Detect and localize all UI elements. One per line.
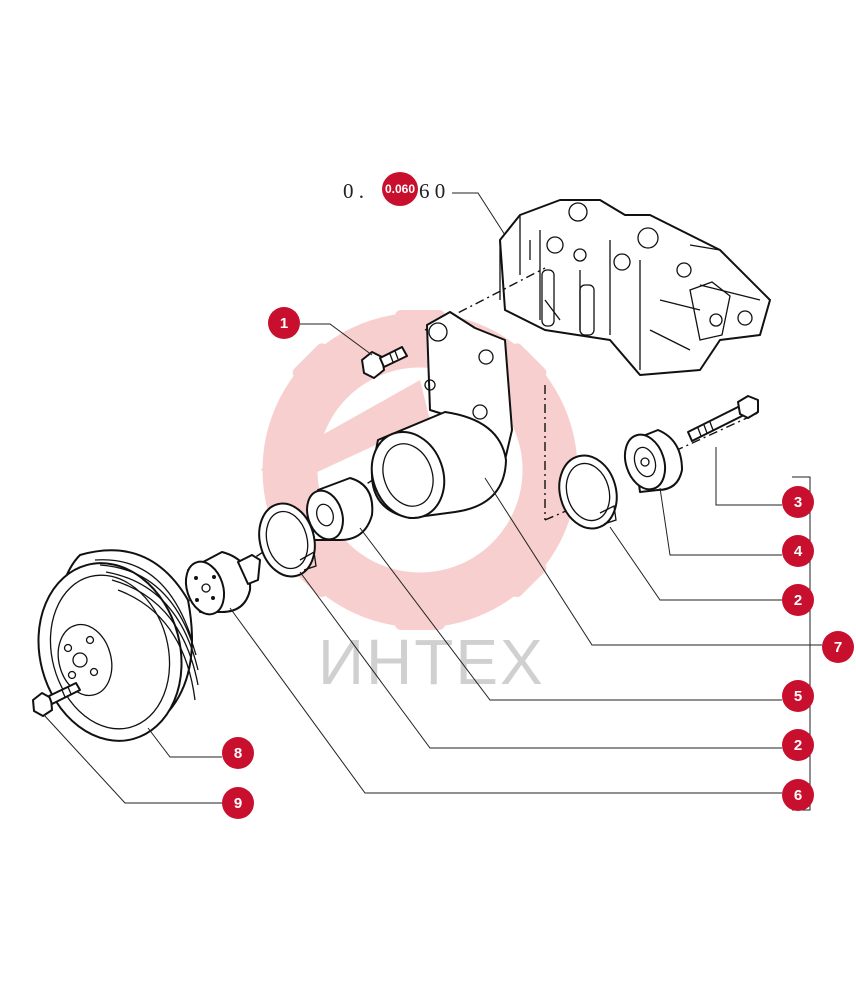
callout-label-8: 8: [234, 745, 242, 762]
callout-6[interactable]: 6: [782, 779, 814, 811]
engine-housing: [499, 199, 771, 376]
part-snap-ring-2-left: [258, 502, 317, 578]
reference-badge-text: 0.060: [385, 182, 415, 196]
callout-label-1: 1: [280, 315, 288, 332]
callout-2-right[interactable]: 2: [782, 584, 814, 616]
callout-label-2-left: 2: [794, 737, 802, 754]
part-bracket-housing-7: [370, 311, 513, 520]
callout-label-2-right: 2: [794, 592, 802, 609]
reference-label: 0 . 6 0 0.060: [343, 172, 506, 236]
callout-label-9: 9: [234, 795, 242, 812]
callout-3[interactable]: 3: [782, 486, 814, 518]
reference-badge: [382, 172, 418, 206]
callout-4[interactable]: 4: [782, 535, 814, 567]
callout-7[interactable]: 7: [822, 631, 854, 663]
watermark-text: ИНТЕХ: [318, 626, 545, 698]
part-hub-6: [184, 551, 261, 616]
leader-lines: [43, 323, 822, 804]
callout-8[interactable]: 8: [222, 737, 254, 769]
callout-2-left[interactable]: 2: [782, 729, 814, 761]
part-bolt-9: [32, 682, 81, 717]
part-idler-pulley-4: [623, 429, 683, 493]
part-bolt-1: [361, 346, 408, 379]
part-bolt-3: [687, 395, 759, 442]
callout-label-3: 3: [794, 494, 802, 511]
callout-9[interactable]: 9: [222, 787, 254, 819]
callout-label-5: 5: [794, 688, 802, 705]
callout-label-6: 6: [794, 787, 802, 804]
part-pulley-8: [37, 549, 199, 742]
callout-label-4: 4: [794, 543, 803, 560]
callout-5[interactable]: 5: [782, 680, 814, 712]
callout-1[interactable]: 1: [268, 307, 300, 339]
part-bushing-5: [306, 477, 374, 541]
reference-leader: [452, 192, 506, 236]
reference-prefix: 0 .: [343, 179, 364, 203]
reference-suffix: 6 0: [419, 179, 445, 203]
callout-label-7: 7: [834, 639, 842, 656]
part-snap-ring-2-right: [558, 454, 618, 530]
